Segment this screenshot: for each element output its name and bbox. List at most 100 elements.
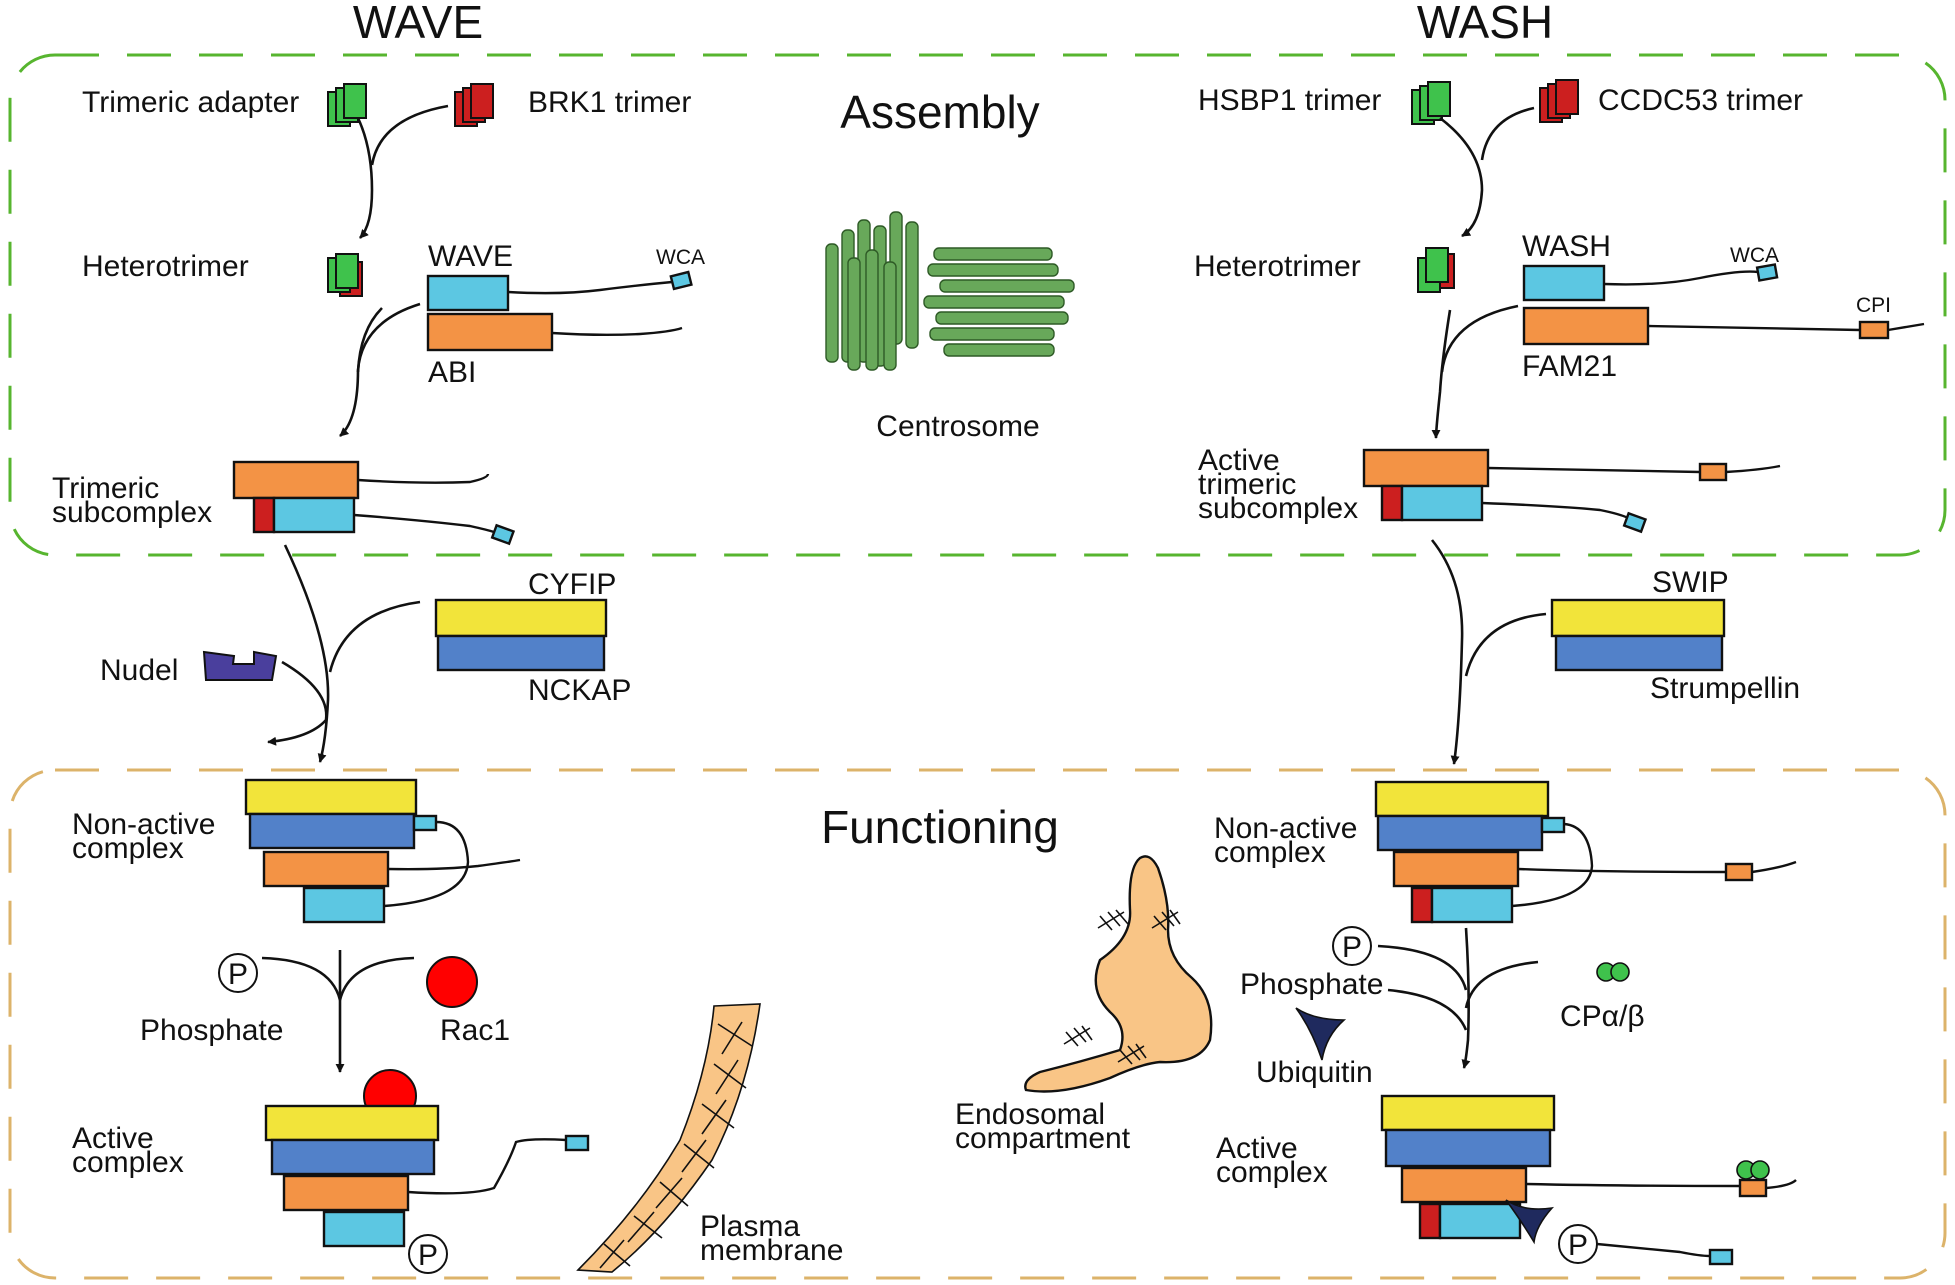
wave-trimeric-adapter-icon xyxy=(327,83,367,127)
wash-hsbp1-trimer-label: HSBP1 trimer xyxy=(1198,84,1381,117)
wash-active-trimeric-label-2: trimeric xyxy=(1198,468,1296,501)
wash-cpi-label: CPI xyxy=(1856,294,1891,317)
wash-hsbp1-trimer-icon xyxy=(1411,81,1451,125)
wash-heterotrimer-label: Heterotrimer xyxy=(1194,250,1361,283)
functioning-frame xyxy=(8,768,1947,1280)
wave-trimeric-label-1: Trimeric xyxy=(52,472,159,505)
wash-function-arrow xyxy=(1461,927,1471,1069)
wash-ubiquitin-label: Ubiquitin xyxy=(1256,1056,1373,1089)
wash-phosphate-label: Phosphate xyxy=(1240,968,1383,1001)
wave-abi-label: ABI xyxy=(428,356,476,389)
assembly-frame xyxy=(8,53,1947,557)
plasma-membrane-icon xyxy=(576,1003,761,1273)
header-wave: WAVE xyxy=(353,0,483,48)
wash-cpi-box xyxy=(1858,320,1890,340)
wash-transition-swip-branch xyxy=(1464,612,1547,677)
wash-nonactive-label-1: Non-active xyxy=(1214,812,1357,845)
wave-phosphate-branch xyxy=(261,956,342,1001)
endosomal-label-1: Endosomal xyxy=(955,1098,1105,1131)
wave-heterotrimer-label: Heterotrimer xyxy=(82,250,249,283)
wash-swip-box xyxy=(1550,598,1726,638)
wash-strumpellin-box xyxy=(1554,634,1724,672)
wash-active-trimeric-subcomplex xyxy=(1362,448,1781,534)
endosome-actin-marks xyxy=(1063,909,1181,1065)
wave-abi-tail xyxy=(551,326,683,336)
wash-fam21-box xyxy=(1522,306,1650,346)
wash-active-label-1: Active xyxy=(1216,1132,1298,1165)
wave-active-phosphate-symbol: P xyxy=(418,1239,438,1272)
wave-wave-box xyxy=(426,274,510,312)
wave-transition-arrow xyxy=(283,544,330,763)
wave-phosphate-symbol: P xyxy=(228,958,248,991)
wash-nonactive-complex xyxy=(1374,780,1797,924)
wave-phosphate-icon xyxy=(218,953,258,993)
wash-phosphate-symbol: P xyxy=(1342,931,1362,964)
wave-trimeric-adapter-label: Trimeric adapter xyxy=(82,86,299,119)
wash-wash-label: WASH xyxy=(1522,230,1611,263)
wash-assembly-arrow-2 xyxy=(1431,309,1452,439)
wave-brk1-trimer-label: BRK1 trimer xyxy=(528,86,691,119)
wash-phosphate-branch xyxy=(1377,944,1468,991)
centrosome-label: Centrosome xyxy=(876,410,1039,443)
header-wash: WASH xyxy=(1417,0,1553,48)
wash-fam21-tail xyxy=(1647,324,1861,332)
wash-strumpellin-label: Strumpellin xyxy=(1650,672,1800,705)
wash-fam21-label: FAM21 xyxy=(1522,350,1617,383)
wave-abi-box xyxy=(426,312,554,352)
section-assembly: Assembly xyxy=(840,86,1039,138)
wash-swip-label: SWIP xyxy=(1652,566,1729,599)
wave-assembly-arrow-1-branch xyxy=(370,104,449,166)
wash-wca-label: WCA xyxy=(1730,244,1779,267)
wash-ccdc53-trimer-label: CCDC53 trimer xyxy=(1598,84,1803,117)
plasma-label-1: Plasma xyxy=(700,1210,800,1243)
wash-wash-box xyxy=(1522,264,1606,302)
wash-cp-label: CPα/β xyxy=(1560,1000,1645,1033)
wave-active-complex xyxy=(264,1069,590,1274)
plasma-label-2: membrane xyxy=(700,1234,843,1267)
wave-assembly-arrow-2 xyxy=(339,302,421,437)
section-functioning: Functioning xyxy=(821,801,1059,853)
wash-active-complex xyxy=(1380,1094,1797,1266)
wash-assembly-arrow-1 xyxy=(1439,116,1484,238)
wave-rac1-label: Rac1 xyxy=(440,1014,510,1047)
wave-wca-label: WCA xyxy=(656,246,705,269)
wave-trimeric-subcomplex xyxy=(232,460,516,546)
wave-nonactive-complex xyxy=(244,778,521,924)
wave-trimeric-label-2: subcomplex xyxy=(52,496,212,529)
wave-nonactive-label-2: complex xyxy=(72,832,184,865)
wave-transition-nudel-arrow xyxy=(267,660,328,746)
wave-nudel-icon xyxy=(202,650,278,681)
wave-active-label-1: Active xyxy=(72,1122,154,1155)
wave-nonactive-label-1: Non-active xyxy=(72,808,215,841)
endosomal-label-2: compartment xyxy=(955,1122,1131,1155)
wash-active-label-2: complex xyxy=(1216,1156,1328,1189)
wave-rac1-icon xyxy=(426,956,478,1008)
wash-heterotrimer-icon xyxy=(1417,247,1455,293)
wave-brk1-trimer-icon xyxy=(454,83,494,127)
endosomal-compartment-icon xyxy=(1024,855,1213,1093)
wave-phosphate-label: Phosphate xyxy=(140,1014,283,1047)
wave-nckap-label: NCKAP xyxy=(528,674,631,707)
wash-assembly-arrow-1-branch xyxy=(1480,106,1535,161)
wave-nckap-box xyxy=(436,634,606,672)
wash-wash-tail xyxy=(1603,270,1759,286)
wave-cyfip-box xyxy=(434,598,608,638)
wash-phosphate-icon xyxy=(1332,926,1372,966)
wave-cyfip-label: CYFIP xyxy=(528,568,616,601)
wave-assembly-arrow-2-branch xyxy=(356,307,383,373)
wash-active-phosphate-symbol: P xyxy=(1568,1229,1588,1262)
wave-wca-box xyxy=(669,270,693,291)
wave-active-label-2: complex xyxy=(72,1146,184,1179)
wash-active-trimeric-label-1: Active xyxy=(1198,444,1280,477)
wave-wave-tail xyxy=(507,280,673,295)
wash-ubiquitin-icon xyxy=(1295,1007,1347,1061)
wave-rac1-branch xyxy=(338,956,415,1001)
wave-heterotrimer-icon xyxy=(327,253,363,297)
wash-cp-icon xyxy=(1596,962,1630,982)
plasma-actin-marks xyxy=(599,1021,753,1269)
wave-assembly-arrow-1 xyxy=(356,117,374,239)
wave-wave-label: WAVE xyxy=(428,240,513,273)
wash-ccdc53-trimer-icon xyxy=(1539,79,1579,123)
wash-transition-arrow xyxy=(1430,539,1464,765)
